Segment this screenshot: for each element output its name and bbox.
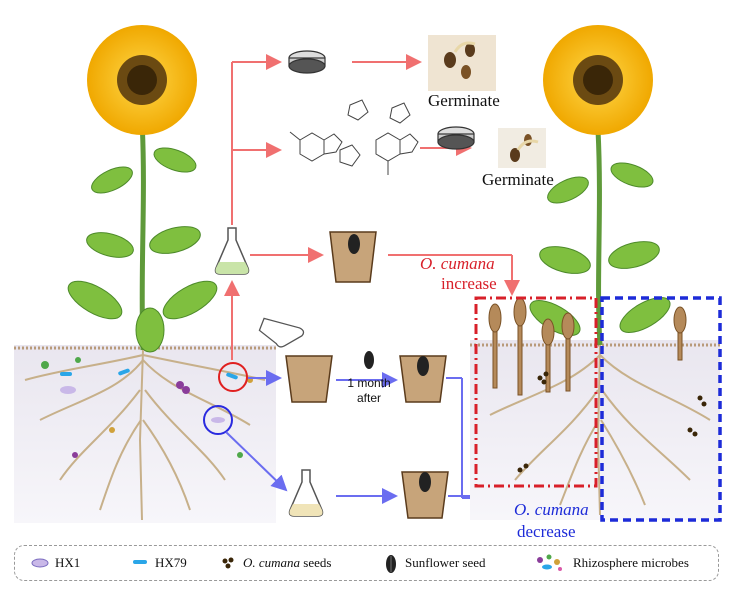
increase-label: increase — [441, 274, 497, 293]
hx79-bacterium-icon — [133, 560, 147, 564]
right-sunflower — [470, 25, 722, 522]
inoculum-pour-flask — [258, 317, 305, 348]
legend-label-o-cumana: O. cumana seeds — [243, 555, 331, 571]
rhizosphere-microbes-icon — [537, 554, 562, 571]
legend-label-rhizosphere-microbes: Rhizosphere microbes — [573, 555, 689, 570]
time-note-line1: 1 month — [347, 376, 391, 390]
right-flower-head — [543, 25, 653, 135]
germinated-seeds-photo-1 — [428, 35, 496, 91]
left-roots — [24, 349, 266, 521]
left-leaves — [67, 147, 218, 353]
soil-pot-inoculated — [285, 355, 333, 403]
left-flower-head — [87, 25, 197, 135]
legend-box: HX1 HX79 O. cumana seeds Sunflower seed … — [14, 545, 719, 581]
germinate-label-middle: Germinate — [482, 170, 554, 189]
soil-pot-treated — [329, 231, 377, 283]
strigolactone-structures — [289, 99, 419, 175]
decrease-label: decrease — [517, 522, 576, 541]
soil-pot-after-month — [399, 355, 447, 403]
petri-dish-middle — [437, 126, 475, 150]
o-cumana-seeds-icon — [222, 557, 234, 569]
germinated-seeds-photo-2 — [498, 128, 546, 168]
hx1-highlight-circle — [203, 405, 233, 435]
decrease-species-label: O. cumana — [514, 500, 589, 519]
hx1-bacterium-icon — [31, 558, 49, 568]
sunflower-seed-marker — [364, 351, 374, 369]
petri-dish-top — [288, 50, 326, 74]
soil-pot-hx1 — [401, 471, 449, 519]
decrease-region-box — [600, 296, 722, 522]
left-sunflower — [14, 25, 276, 523]
germinate-label-top: Germinate — [428, 91, 500, 110]
right-seed-clusters — [517, 371, 707, 473]
legend-label-hx79: HX79 — [155, 555, 187, 570]
right-leaves — [529, 162, 671, 336]
increase-species-label: O. cumana — [420, 254, 495, 273]
culture-flask-top — [214, 227, 250, 275]
culture-flask-bottom — [288, 469, 324, 517]
hx79-highlight-circle — [218, 362, 248, 392]
time-note-line2: after — [356, 391, 381, 405]
increase-region-box — [474, 296, 598, 488]
legend-label-hx1: HX1 — [55, 555, 81, 570]
left-soil-panel — [14, 345, 276, 523]
right-soil-panel — [470, 340, 720, 520]
decrease-pathway — [225, 431, 470, 519]
legend-label-o-cumana-italic: O. cumana — [243, 555, 301, 570]
legend-label-o-cumana-rest: seeds — [300, 555, 332, 570]
sunflower-seed-icon — [386, 555, 396, 573]
broomrape-plants — [488, 297, 687, 396]
legend-label-sunflower-seed: Sunflower seed — [405, 555, 486, 570]
